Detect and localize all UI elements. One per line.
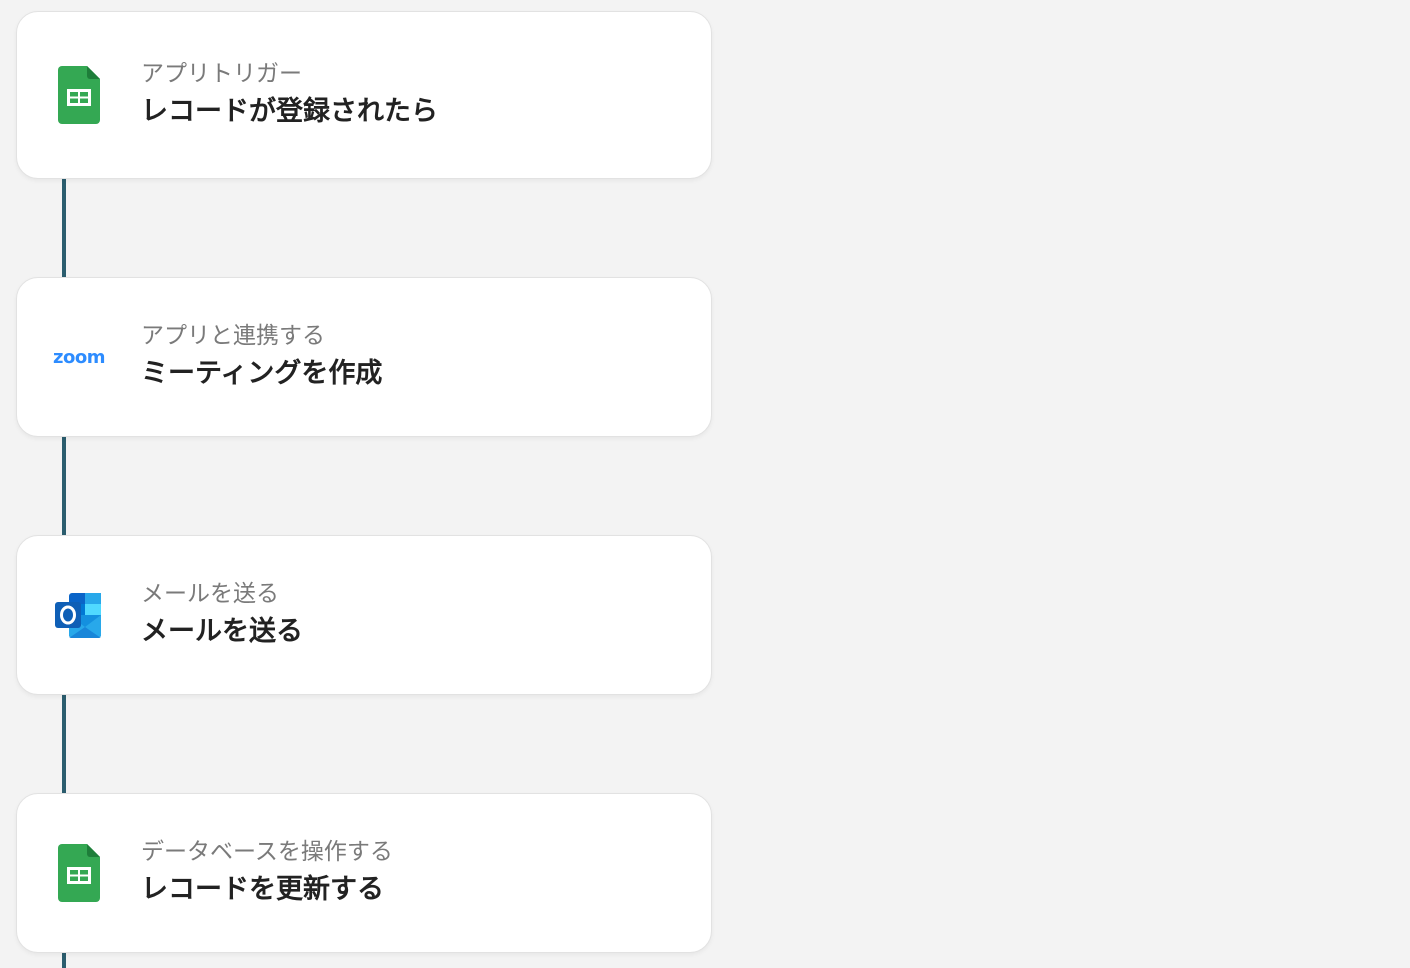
- step-category-label: アプリトリガー: [141, 61, 302, 87]
- google-sheets-icon: [51, 63, 107, 127]
- step-title: レコードが登録されたら: [141, 96, 438, 127]
- step-title: メールを送る: [141, 616, 303, 647]
- step-category-label: データベースを操作する: [141, 839, 393, 865]
- flow-connector: [62, 178, 66, 278]
- flow-step-card[interactable]: データベースを操作する レコードを更新する: [16, 793, 712, 953]
- step-category-label: メールを送る: [141, 581, 279, 607]
- step-title: ミーティングを作成: [141, 358, 383, 389]
- google-sheets-icon: [51, 841, 107, 905]
- flow-connector: [62, 694, 66, 794]
- step-category-label: アプリと連携する: [141, 323, 325, 349]
- flow-connector: [62, 952, 66, 968]
- step-title: レコードを更新する: [141, 874, 384, 905]
- zoom-logo-text: zoom: [53, 346, 105, 368]
- flow-connector: [62, 436, 66, 536]
- flow-step-card[interactable]: アプリトリガー レコードが登録されたら: [16, 11, 712, 179]
- flow-step-card[interactable]: メールを送る メールを送る: [16, 535, 712, 695]
- zoom-icon: zoom: [51, 325, 107, 389]
- outlook-icon: [51, 583, 107, 647]
- flow-step-card[interactable]: zoom アプリと連携する ミーティングを作成: [16, 277, 712, 437]
